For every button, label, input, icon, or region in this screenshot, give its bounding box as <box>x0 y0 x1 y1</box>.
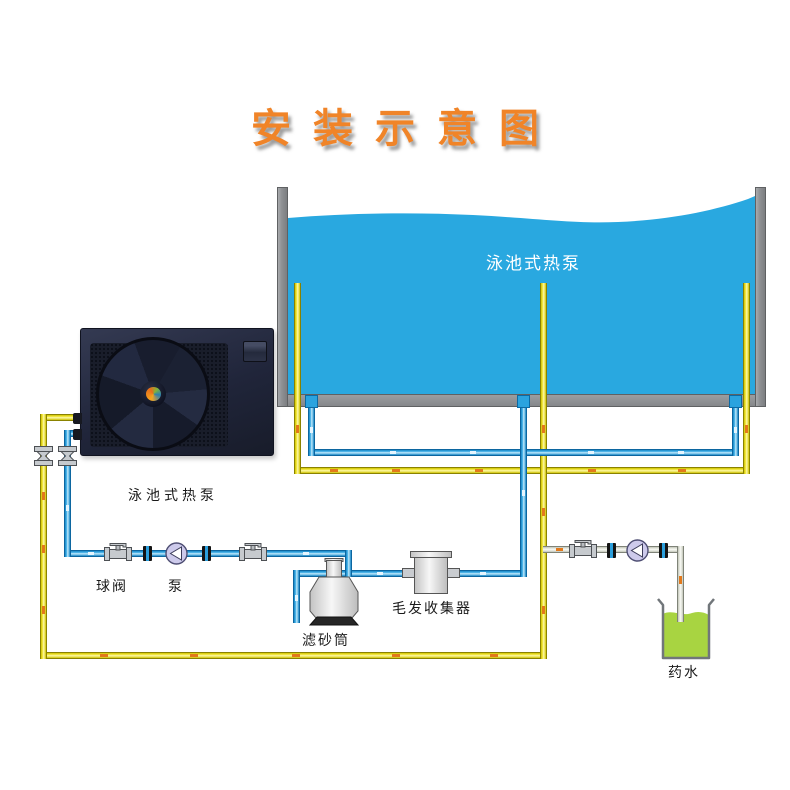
pipe-dosing-suction-tube <box>677 546 684 622</box>
brand-logo-icon <box>146 387 161 401</box>
heat-pump-outlet-port <box>73 413 82 424</box>
sand-filter-icon <box>308 558 360 626</box>
ball-valve-icon <box>104 543 132 561</box>
chemical-label: 药水 <box>668 664 700 680</box>
pipe-return-to-heatpump <box>44 414 84 421</box>
pool-wall-right <box>755 187 766 407</box>
heat-pump-unit <box>73 328 274 456</box>
pump-icon <box>165 542 188 565</box>
heat-pump-inlet-port <box>73 429 82 440</box>
pipe-filter-line <box>293 570 413 577</box>
pool-drain-fitting-middle <box>517 395 530 408</box>
dosing-pump-icon <box>626 539 649 562</box>
pool-water-label: 泳池式热泵 <box>486 254 581 273</box>
pool-wall-left <box>277 187 288 407</box>
pipe-union-icon <box>143 546 152 561</box>
ball-valve-icon <box>569 540 597 558</box>
ball-valve-icon <box>239 543 267 561</box>
pipe-return-inlet-left <box>294 283 301 474</box>
pipe-suction-left-riser <box>64 430 71 557</box>
pool-water <box>288 196 755 394</box>
pump-label: 泵 <box>168 578 184 594</box>
hair-collector-label: 毛发收集器 <box>392 600 472 616</box>
pool-drain-fitting-left <box>305 395 318 408</box>
heat-pump-label: 泳池式热泵 <box>128 487 218 503</box>
pipe-collector-line <box>448 570 527 577</box>
sand-filter-label: 滤砂筒 <box>302 632 350 648</box>
pipe-filter-elbow <box>345 550 352 577</box>
pipe-return-middle-riser <box>540 283 547 659</box>
union-valve-icon <box>58 446 77 466</box>
pipe-union-icon <box>202 546 211 561</box>
pipe-union-icon <box>659 543 668 558</box>
heat-pump-control-box <box>243 341 267 362</box>
hair-collector-icon <box>402 551 460 594</box>
pipe-union-icon <box>607 543 616 558</box>
ball-valve-label: 球阀 <box>96 578 128 594</box>
page-title: 安装示意图 <box>251 107 561 151</box>
pipe-return-left-riser <box>40 414 47 659</box>
pool-drain-fitting-right <box>729 395 742 408</box>
pipe-return-inlet-right <box>743 283 750 474</box>
chemical-beaker-icon <box>657 598 715 660</box>
union-valve-icon <box>34 446 53 466</box>
